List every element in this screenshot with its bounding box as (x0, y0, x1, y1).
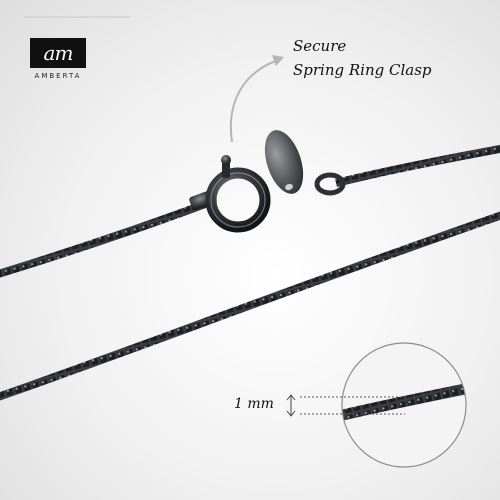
spring-ring-clasp (205, 155, 271, 233)
caption-line-2: Spring Ring Clasp (293, 61, 432, 79)
chain-lower (0, 211, 500, 401)
arrow-head-icon (272, 55, 284, 66)
brand-name: AMBERTA (34, 72, 82, 80)
chain-upper-right (335, 144, 500, 187)
size-indicator-icon (286, 394, 296, 417)
brand-tag (264, 130, 304, 194)
feature-caption: Secure Spring Ring Clasp (293, 34, 493, 82)
jump-ring (314, 172, 346, 196)
magnifier-detail (300, 342, 467, 468)
brand-logo: am (30, 38, 86, 68)
measurement-label: 1 mm (234, 396, 274, 412)
pointer-arrow-icon (229, 59, 279, 143)
brand-logo-text: am (43, 41, 74, 65)
chain-upper-left (0, 199, 210, 278)
caption-line-1: Secure (293, 37, 347, 55)
